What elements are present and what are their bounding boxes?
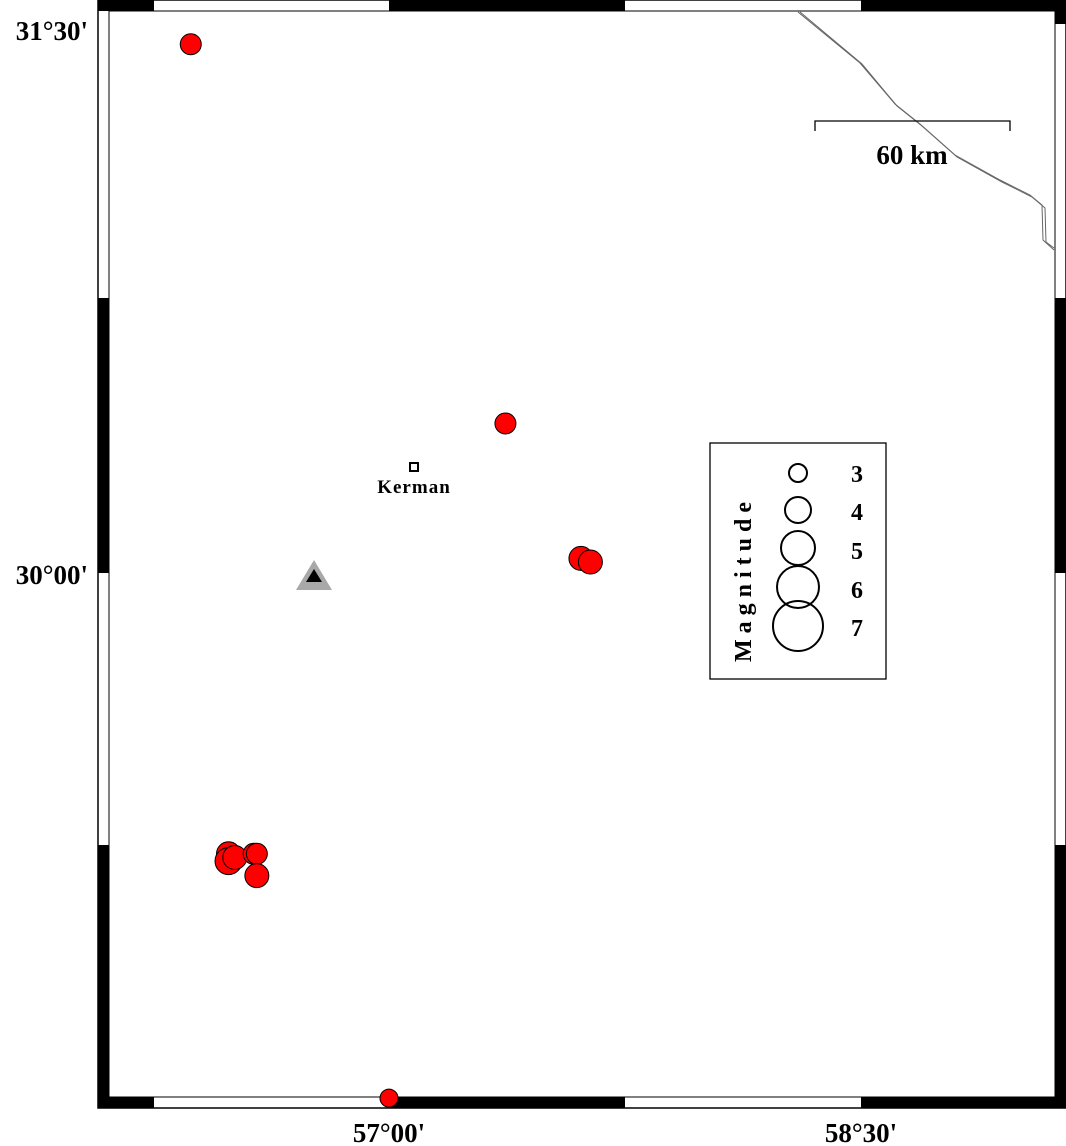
frame-bar xyxy=(1055,298,1066,573)
earthquake-event xyxy=(222,844,248,870)
frame-bar xyxy=(1055,845,1066,1108)
earthquake-event xyxy=(379,1088,399,1108)
earthquake-events xyxy=(179,33,603,1108)
legend-label: 6 xyxy=(851,578,863,604)
magnitude-legend: Magnitude 3 4 5 6 7 xyxy=(709,442,887,680)
legend-circle-7 xyxy=(772,600,824,652)
lon-label: 58°30' xyxy=(825,1118,897,1146)
frame-bar xyxy=(98,845,109,1108)
legend-circle-4 xyxy=(784,496,812,524)
lon-label: 57°00' xyxy=(353,1118,425,1146)
scale-bar xyxy=(814,120,1011,131)
scale-bar-label: 60 km xyxy=(876,140,948,170)
legend-title: Magnitude xyxy=(731,496,757,662)
frame-bar xyxy=(861,1097,1055,1108)
station-inner-triangle-icon xyxy=(306,569,322,582)
city-marker-icon xyxy=(409,462,419,472)
earthquake-event xyxy=(244,863,270,889)
frame-bar xyxy=(1055,0,1066,24)
earthquake-event xyxy=(179,33,202,56)
lat-label: 30°00' xyxy=(16,560,88,590)
city-label: Kerman xyxy=(377,477,451,498)
earthquake-event xyxy=(577,549,603,575)
legend-circle-6 xyxy=(776,565,820,609)
frame-bar xyxy=(861,0,1055,11)
map-frame-ticks xyxy=(98,0,1066,1108)
legend-label: 3 xyxy=(851,462,863,488)
frame-bar xyxy=(389,1097,625,1108)
earthquake-event xyxy=(494,412,517,435)
legend-label: 7 xyxy=(851,616,863,642)
frame-bar xyxy=(389,0,625,11)
legend-circle-3 xyxy=(788,463,808,483)
earthquake-event xyxy=(245,842,268,865)
frame-bar xyxy=(98,298,109,573)
legend-label: 4 xyxy=(851,500,863,526)
frame-bar xyxy=(109,1097,154,1108)
frame-bar xyxy=(109,0,154,11)
frame-bar xyxy=(98,0,109,11)
province-border xyxy=(797,11,1055,251)
lat-label: 31°30' xyxy=(16,16,88,46)
legend-label: 5 xyxy=(851,539,863,565)
